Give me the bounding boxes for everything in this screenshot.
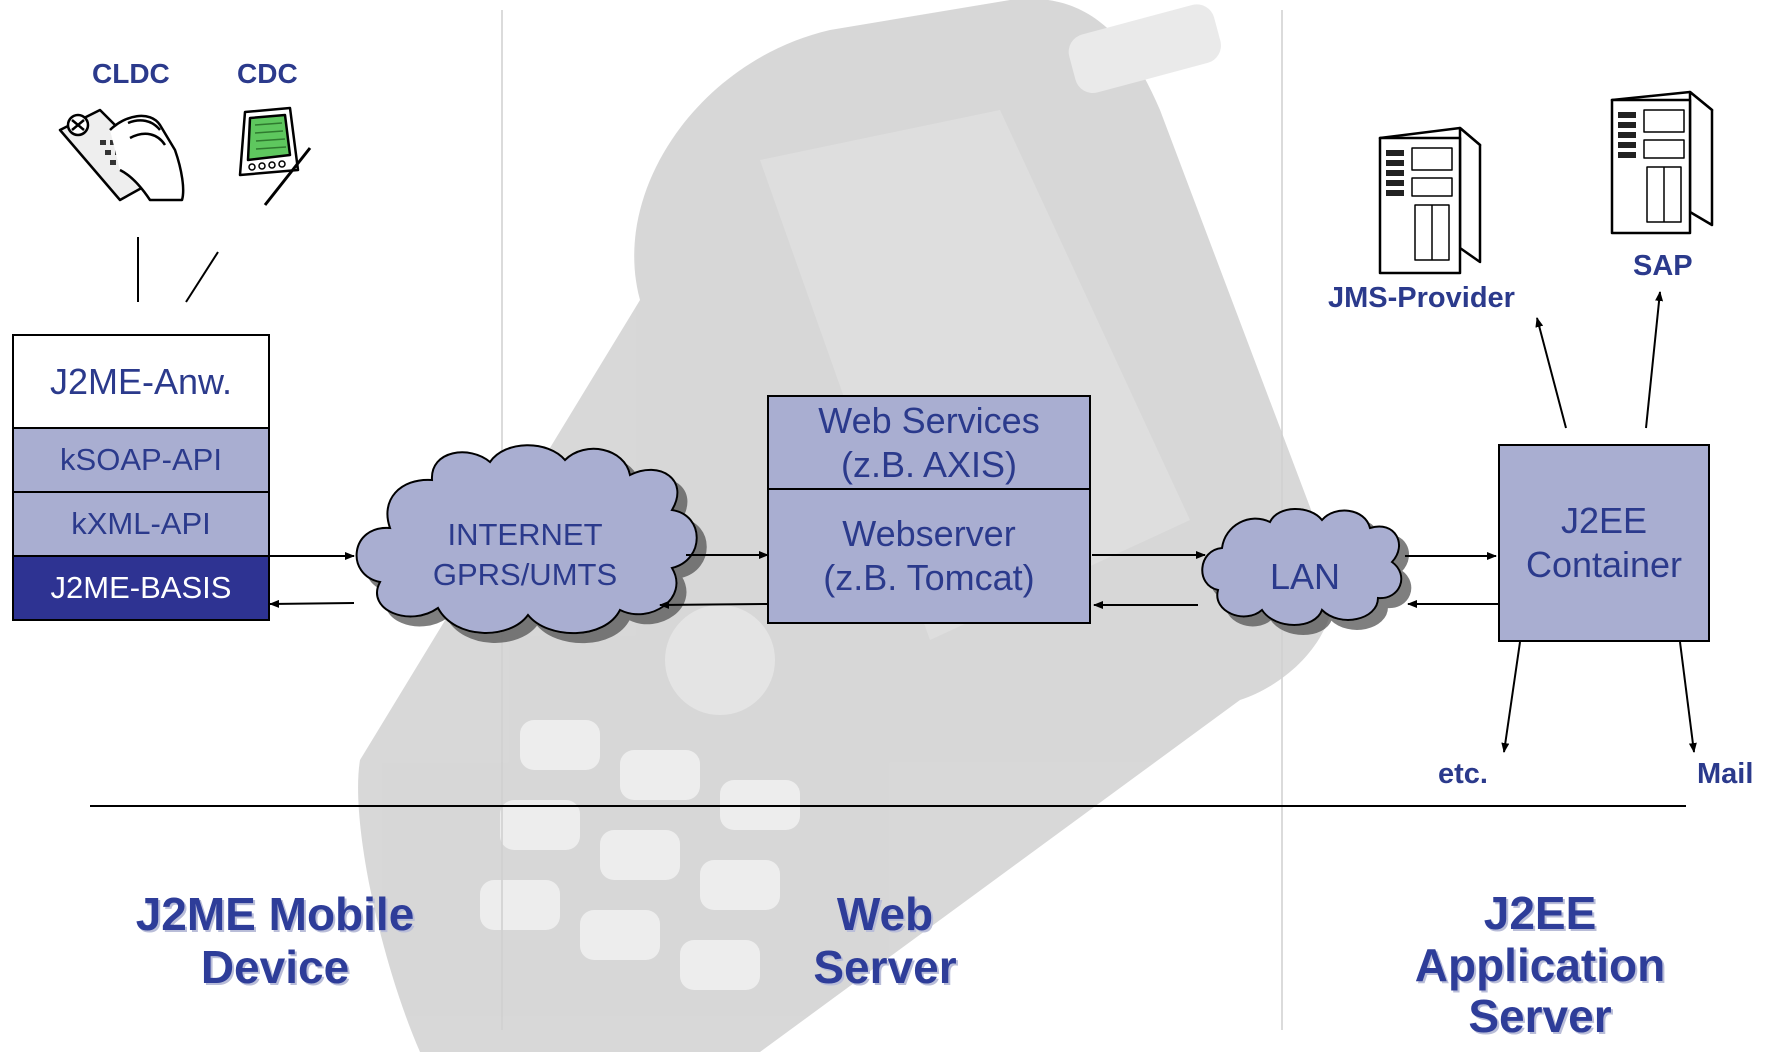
webserver-box: Webserver (z.B. Tomcat)	[767, 488, 1091, 624]
sap-label: SAP	[1633, 250, 1693, 282]
cdc-connector	[185, 251, 219, 303]
stack-ksoap-api: kSOAP-API	[12, 427, 270, 493]
arrow-j2ee-to-sap	[1645, 291, 1664, 429]
section-mobile-line2: Device	[200, 941, 350, 994]
section-web-title: Web Server	[770, 888, 1000, 995]
section-j2ee-line1: J2EE	[1483, 887, 1597, 939]
stack-j2me-app-label: J2ME-Anw.	[49, 360, 233, 402]
arrow-j2ee-to-jms	[1535, 317, 1567, 429]
section-web-line1: Web	[836, 888, 934, 940]
lan-cloud	[1201, 508, 1403, 626]
cdc-label: CDC	[237, 58, 298, 89]
cldc-label: CLDC	[92, 58, 170, 89]
arrow-j2ee-to-etc	[1501, 641, 1521, 753]
stack-j2me-basis-label: J2ME-BASIS	[50, 570, 232, 605]
lan-cloud-label: LAN	[1269, 556, 1341, 597]
jms-provider-label: JMS-Provider	[1328, 282, 1515, 314]
section-mobile-title: J2ME Mobile Device	[100, 888, 450, 995]
arrow-webserver-to-internet	[659, 600, 769, 609]
arrow-j2ee-to-mail	[1679, 641, 1697, 753]
stack-kxml-api: kXML-API	[12, 491, 270, 557]
web-services-box: Web Services (z.B. AXIS)	[767, 395, 1091, 490]
internet-cloud-line2: GPRS/UMTS	[432, 557, 618, 592]
webserver-line2: (z.B. Tomcat)	[823, 557, 1035, 598]
stack-kxml-api-label: kXML-API	[71, 506, 211, 541]
section-j2ee-title: J2EE Application Server	[1390, 887, 1690, 1043]
j2ee-container-line1: J2EE	[1560, 500, 1648, 541]
j2ee-container-box: J2EE Container	[1498, 444, 1710, 642]
web-services-line1: Web Services	[818, 399, 1040, 441]
stack-ksoap-api-label: kSOAP-API	[60, 442, 222, 477]
internet-cloud-label: INTERNET GPRS/UMTS	[410, 515, 640, 595]
webserver-line1: Webserver	[842, 513, 1016, 554]
etc-label: etc.	[1438, 758, 1488, 790]
j2ee-container-line2: Container	[1525, 544, 1683, 585]
arrow-internet-to-mobile	[269, 599, 355, 608]
section-mobile-line1: J2ME Mobile	[135, 888, 415, 940]
stack-j2me-app: J2ME-Anw.	[12, 334, 270, 429]
stack-j2me-basis: J2ME-BASIS	[12, 555, 270, 621]
section-j2ee-line3: Server	[1468, 990, 1612, 1043]
cldc-phone-hand-icon	[58, 108, 185, 202]
sap-server-icon	[1610, 90, 1714, 235]
web-services-line2: (z.B. AXIS)	[840, 443, 1018, 485]
internet-cloud	[355, 444, 698, 635]
section-web-line2: Server	[813, 941, 957, 994]
jms-server-icon	[1378, 126, 1482, 275]
mail-label: Mail	[1697, 758, 1754, 790]
internet-cloud-line1: INTERNET	[447, 517, 603, 552]
section-j2ee-line2: Application	[1414, 938, 1666, 991]
cdc-pda-icon	[238, 106, 312, 206]
